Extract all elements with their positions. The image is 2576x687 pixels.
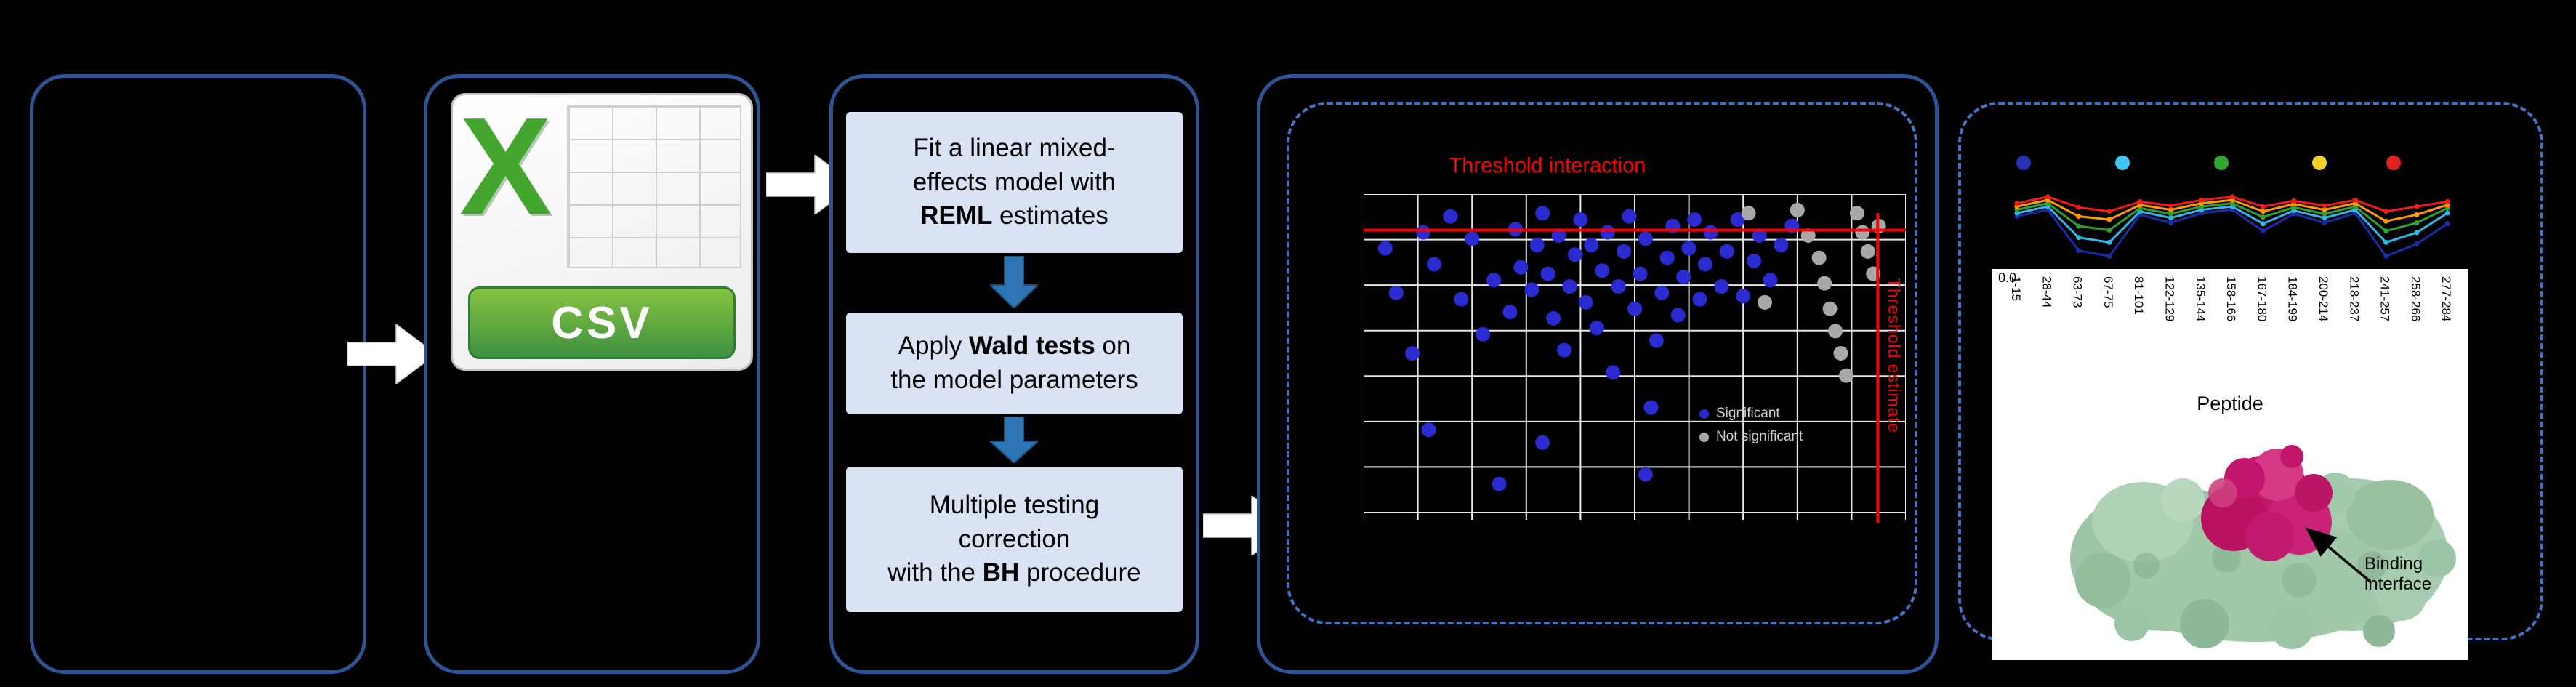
- peptide-axis-labels: 1-15 28-44 63-73 67-75 81-101 122-129 135-144 1…: [1992, 276, 2468, 391]
- timepoint-dot: [2016, 156, 2031, 170]
- step-wald-text: Apply Wald tests on the model parameters: [890, 332, 1138, 394]
- peptide-tick-label: 218-237: [2347, 276, 2362, 322]
- step-bh-text: Multiple testing correction with the BH …: [887, 491, 1141, 587]
- peptide-tick-label: 167-180: [2255, 276, 2269, 322]
- peptide-tick-label: 258-266: [2408, 276, 2423, 322]
- y-axis-tick: 0.0: [1998, 270, 2017, 285]
- peptide-tick-label: 277-284: [2439, 276, 2454, 322]
- threshold-scatter-plot: [1364, 194, 1906, 523]
- csv-file-icon: X CSV: [451, 89, 753, 371]
- peptide-tick-label: 135-144: [2193, 276, 2207, 322]
- timepoint-dot: [2115, 156, 2130, 170]
- peptide-chart-panel: 0.0 1-15 28-44 63-73 67-75 81-101 122-129 135-…: [1992, 269, 2468, 660]
- peptide-tick-label: 184-199: [2285, 276, 2300, 322]
- csv-banner: CSV: [468, 286, 736, 359]
- csv-box: X CSV: [424, 74, 760, 674]
- peptide-tick-label: 67-75: [2101, 276, 2115, 308]
- peptide-tick-label: 122-129: [2162, 276, 2177, 322]
- step-reml: Fit a linear mixed- effects model with R…: [846, 112, 1183, 253]
- threshold-interaction-label: Threshold interaction: [1449, 154, 1646, 177]
- peptide-tick-label: 200-214: [2317, 276, 2330, 322]
- binding-interface-label: Binding interface: [2364, 554, 2432, 594]
- right-arrow-icon: [347, 324, 436, 384]
- excel-x-logo: X: [459, 89, 552, 244]
- step-bh: Multiple testing correction with the BH …: [846, 467, 1183, 612]
- peptide-axis-title: Peptide: [2197, 393, 2263, 414]
- scatter-results-box: [1257, 74, 1939, 674]
- peptide-tick-label: 158-166: [2224, 276, 2239, 322]
- step-wald: Apply Wald tests on the model parameters: [846, 313, 1183, 414]
- timepoint-dot: [2213, 156, 2229, 170]
- timepoint-dot: [2386, 156, 2401, 170]
- peptide-tick-label: 241-257: [2378, 276, 2392, 322]
- protein-structure-image: [2070, 445, 2456, 649]
- down-arrow-icon: [990, 417, 1038, 463]
- input-box: [30, 74, 366, 674]
- peptide-tick-label: 63-73: [2070, 276, 2085, 308]
- down-arrow-icon: [990, 256, 1038, 308]
- peptide-tick-label: 81-101: [2132, 276, 2146, 315]
- peptide-tick-label: 1-15: [2009, 276, 2023, 302]
- binding-interface-region: [2201, 445, 2333, 561]
- uptake-line-chart: [2014, 194, 2450, 259]
- legend-item: Not significant: [1699, 429, 1803, 445]
- legend-item: Significant: [1699, 406, 1803, 422]
- dashed-results-border: [1287, 102, 1917, 624]
- peptide-tick-label: 28-44: [2040, 276, 2054, 308]
- pipeline-box: Fit a linear mixed- effects model with R…: [829, 74, 1199, 674]
- threshold-estimate-label: Threshold estimate: [1885, 278, 1904, 433]
- spreadsheet-grid: [567, 105, 741, 268]
- timepoint-dot: [2311, 156, 2327, 170]
- step-reml-text: Fit a linear mixed- effects model with R…: [912, 134, 1116, 230]
- timepoint-dots: [1992, 154, 2464, 173]
- csv-label: CSV: [551, 297, 653, 348]
